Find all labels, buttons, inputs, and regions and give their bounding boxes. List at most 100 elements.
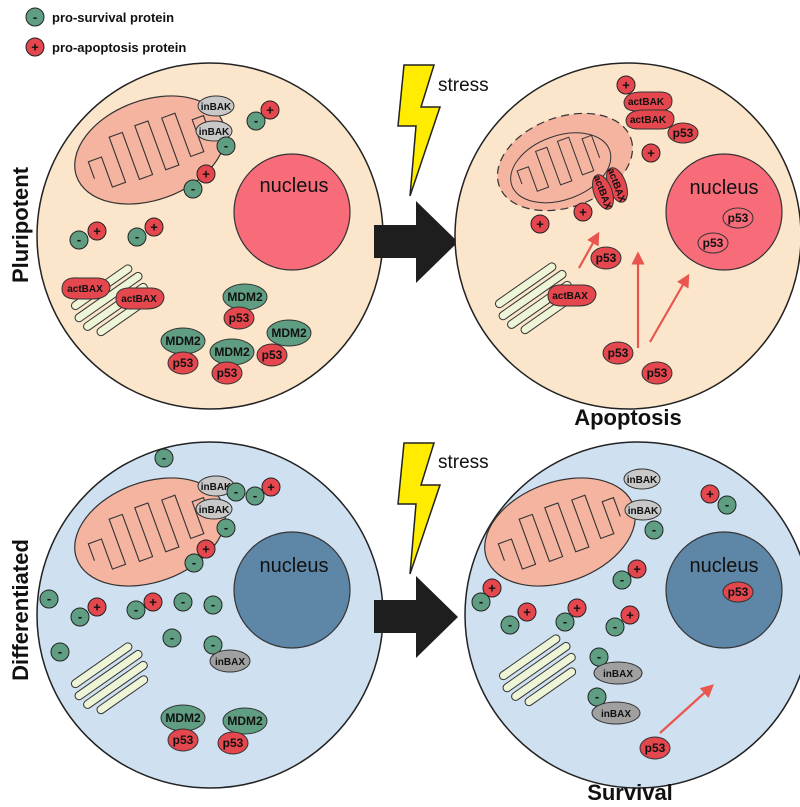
svg-text:-: -	[652, 522, 656, 537]
svg-text:-: -	[224, 138, 228, 153]
lightning-icon	[397, 64, 442, 197]
svg-text:-: -	[508, 617, 512, 632]
inbak-protein: inBAK inBAK	[195, 475, 235, 520]
svg-text:-: -	[134, 602, 138, 617]
svg-text:-: -	[78, 609, 82, 624]
protein-pairs: + - - + - + - + - + - + - - -	[471, 484, 737, 707]
svg-text:+: +	[266, 103, 274, 118]
svg-text:actBAK: actBAK	[630, 115, 667, 126]
svg-text:p53: p53	[673, 126, 694, 140]
translocation-arrows	[578, 231, 690, 348]
legend-apoptosis: + pro-apoptosis protein	[25, 37, 186, 57]
svg-text:p53: p53	[728, 211, 749, 225]
svg-text:+: +	[536, 217, 544, 232]
svg-text:inBAK: inBAK	[628, 506, 659, 517]
svg-text:inBAK: inBAK	[627, 475, 658, 486]
cell-differentiated-stressed: nucleus p53 inBAK inBAK + - - + - + - + …	[464, 441, 800, 789]
legend-apoptosis-sign: +	[31, 40, 39, 55]
transition-arrow-top	[374, 201, 458, 283]
svg-text:-: -	[254, 113, 258, 128]
svg-text:MDM2: MDM2	[227, 290, 263, 304]
svg-text:p53: p53	[223, 736, 244, 750]
outcome-survival: Survival	[587, 780, 673, 805]
protein-pairs: - - + + - - + - +	[69, 100, 280, 250]
svg-text:-: -	[170, 630, 174, 645]
svg-text:inBAK: inBAK	[199, 127, 230, 138]
svg-text:+: +	[647, 146, 655, 161]
stress-lightning-top: stress	[397, 64, 489, 197]
protein-pairs: - - - + - + - - - + - + - - - - -	[39, 448, 281, 662]
svg-text:p53: p53	[608, 346, 629, 360]
svg-text:inBAX: inBAX	[601, 709, 631, 720]
svg-text:+: +	[488, 581, 496, 596]
cell-pluripotent-resting: nucleus inBAK inBAK - - + + - - + - +	[36, 62, 384, 410]
svg-text:p53: p53	[229, 311, 250, 325]
svg-text:inBAX: inBAX	[603, 669, 633, 680]
nucleus	[665, 153, 783, 271]
inbax-label: inBAX	[215, 657, 245, 668]
svg-text:p53: p53	[173, 356, 194, 370]
svg-text:+: +	[633, 562, 641, 577]
svg-text:-: -	[620, 572, 624, 587]
inbak-protein: inBAK inBAK	[623, 468, 662, 521]
svg-text:+: +	[622, 78, 630, 93]
endoplasmic-reticulum	[70, 642, 149, 715]
svg-text:p53: p53	[728, 585, 749, 599]
svg-text:-: -	[234, 484, 238, 499]
svg-text:p53: p53	[217, 366, 238, 380]
stress-lightning-bottom: stress	[397, 442, 489, 575]
svg-text:-: -	[211, 637, 215, 652]
mitochondrion	[484, 477, 636, 587]
svg-text:MDM2: MDM2	[214, 345, 250, 359]
svg-text:-: -	[77, 232, 81, 247]
actbax-proteins: actBAX actBAX	[61, 277, 165, 310]
legend-apoptosis-label: pro-apoptosis protein	[52, 40, 186, 55]
svg-text:p53: p53	[173, 733, 194, 747]
mdm2-p53-complexes: MDM2 p53 MDM2 p53 MDM2 p53 MDM2 p53	[160, 283, 312, 385]
legend-survival-sign: -	[33, 10, 37, 25]
svg-text:-: -	[597, 649, 601, 664]
svg-text:p53: p53	[647, 366, 668, 380]
nucleus	[233, 153, 351, 271]
svg-text:-: -	[253, 488, 257, 503]
cell-pluripotent-stressed: nucleus p53 p53 actBAK actBAK p53 actBAX…	[454, 62, 800, 410]
svg-text:+: +	[202, 542, 210, 557]
svg-text:+: +	[150, 220, 158, 235]
nucleus-label: nucleus	[260, 555, 329, 577]
svg-text:+: +	[626, 608, 634, 623]
svg-text:actBAX: actBAX	[121, 294, 157, 305]
svg-text:-: -	[479, 594, 483, 609]
svg-text:-: -	[613, 619, 617, 634]
svg-text:-: -	[58, 644, 62, 659]
svg-text:-: -	[135, 229, 139, 244]
svg-text:-: -	[47, 591, 51, 606]
transition-arrow-bottom	[374, 576, 458, 658]
svg-text:MDM2: MDM2	[271, 326, 307, 340]
svg-text:-: -	[162, 450, 166, 465]
svg-text:inBAK: inBAK	[201, 482, 232, 493]
svg-text:p53: p53	[596, 251, 617, 265]
svg-text:MDM2: MDM2	[165, 334, 201, 348]
nucleus-label: nucleus	[690, 555, 759, 577]
svg-text:inBAK: inBAK	[201, 102, 232, 113]
actbak-proteins: actBAK actBAK	[623, 91, 675, 130]
svg-text:+: +	[93, 224, 101, 239]
svg-text:-: -	[211, 597, 215, 612]
svg-text:+: +	[706, 487, 714, 502]
svg-text:MDM2: MDM2	[227, 714, 263, 728]
outcome-apoptosis: Apoptosis	[574, 405, 682, 430]
svg-text:-: -	[181, 594, 185, 609]
svg-text:-: -	[563, 614, 567, 629]
endoplasmic-reticulum	[498, 634, 577, 707]
nucleus-label: nucleus	[690, 177, 759, 199]
svg-text:+: +	[202, 167, 210, 182]
stress-label-top: stress	[438, 75, 489, 96]
svg-text:actBAX: actBAX	[67, 284, 103, 295]
nucleus	[233, 531, 351, 649]
legend-survival: - pro-survival protein	[25, 7, 174, 27]
released-apoptosis-proteins: + + + +	[530, 75, 661, 234]
svg-text:+: +	[573, 601, 581, 616]
svg-text:+: +	[93, 600, 101, 615]
stress-label-bottom: stress	[438, 452, 489, 473]
